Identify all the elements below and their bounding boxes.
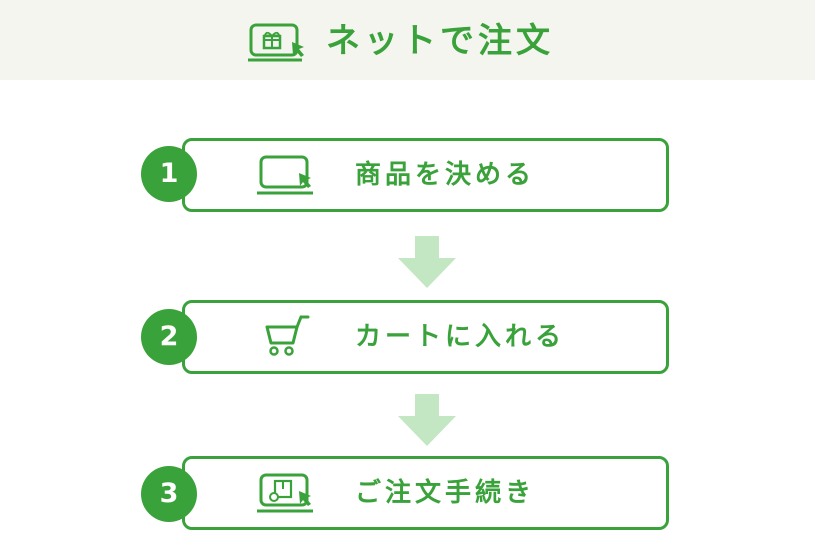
step-3-box: ご注文手続き <box>182 456 669 530</box>
step-1-badge: 1 <box>141 146 197 202</box>
step-1-box: 商品を決める <box>182 138 669 212</box>
step-2-box: カートに入れる <box>182 300 669 374</box>
step-1-label: 商品を決める <box>355 160 536 190</box>
down-arrow-icon <box>398 236 456 288</box>
laptop-gift-icon <box>248 23 304 62</box>
step-3-badge: 3 <box>141 466 197 522</box>
step-2-badge: 2 <box>141 309 197 365</box>
page-title: ネットで注文 <box>326 21 554 61</box>
laptop-package-icon <box>257 473 313 513</box>
down-arrow-icon <box>398 394 456 446</box>
step-2-label: カートに入れる <box>355 322 566 352</box>
header-banner: ネットで注文 <box>0 0 815 80</box>
step-3-label: ご注文手続き <box>355 478 536 508</box>
shopping-cart-icon <box>265 315 310 356</box>
laptop-cursor-icon <box>257 155 313 195</box>
